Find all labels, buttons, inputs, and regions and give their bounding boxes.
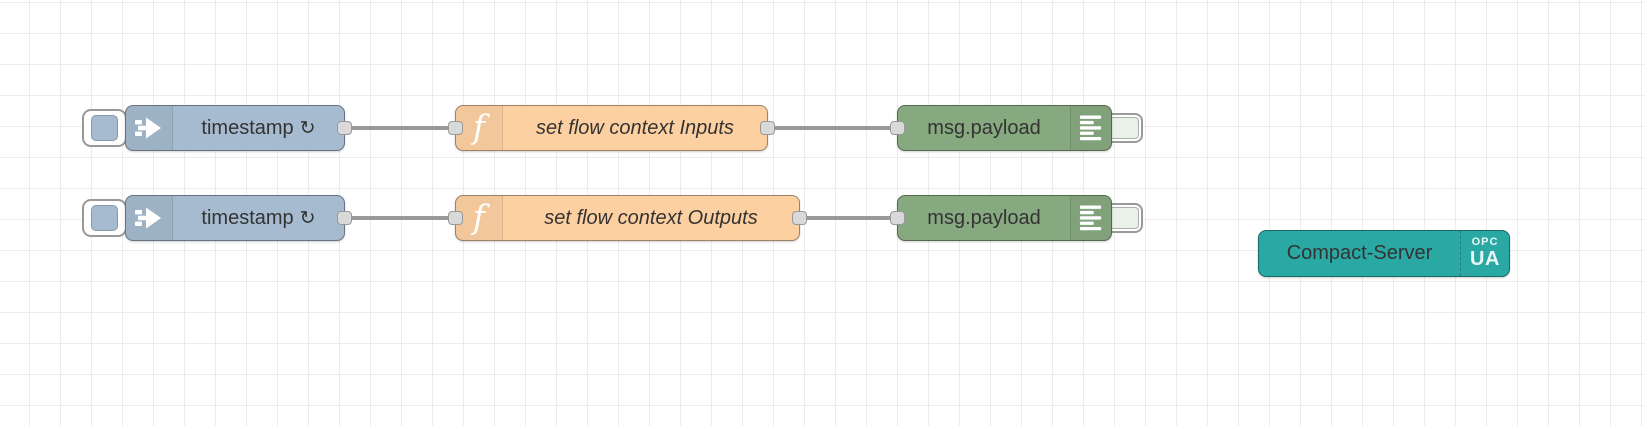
node-label: set flow context Outputs bbox=[544, 206, 758, 229]
output-port[interactable] bbox=[337, 210, 352, 225]
debug-toggle-fill bbox=[1109, 117, 1139, 139]
node-label: msg.payload bbox=[927, 116, 1041, 139]
input-port[interactable] bbox=[890, 120, 905, 135]
debug-list-icon bbox=[1070, 106, 1111, 150]
inject-arrow-icon bbox=[126, 196, 173, 240]
inject-button[interactable] bbox=[82, 109, 127, 147]
inject-button-fill bbox=[91, 115, 118, 141]
inject-arrow-icon bbox=[126, 106, 173, 150]
node-label: set flow context Inputs bbox=[536, 116, 734, 139]
debug-list-icon bbox=[1070, 196, 1111, 240]
output-port[interactable] bbox=[760, 120, 775, 135]
opc-ua-badge-icon: OPC UA bbox=[1460, 231, 1509, 276]
inject-button-fill bbox=[91, 205, 118, 231]
output-port[interactable] bbox=[337, 120, 352, 135]
debug-node-msg-payload-2[interactable]: msg.payload bbox=[890, 195, 1112, 241]
function-node-set-flow-context-outputs[interactable]: f set flow context Outputs bbox=[448, 195, 807, 241]
function-icon: f bbox=[456, 196, 503, 240]
node-label: timestamp↻ bbox=[201, 206, 316, 229]
output-port[interactable] bbox=[792, 210, 807, 225]
input-port[interactable] bbox=[448, 210, 463, 225]
repeat-icon: ↻ bbox=[299, 207, 316, 229]
node-label: Compact-Server bbox=[1286, 242, 1433, 264]
repeat-icon: ↻ bbox=[299, 117, 316, 139]
debug-node-msg-payload-1[interactable]: msg.payload bbox=[890, 105, 1112, 151]
node-label: timestamp↻ bbox=[201, 116, 316, 139]
function-node-set-flow-context-inputs[interactable]: f set flow context Inputs bbox=[448, 105, 775, 151]
node-label: msg.payload bbox=[927, 206, 1041, 229]
debug-toggle-fill bbox=[1109, 207, 1139, 229]
opcua-compact-server-node[interactable]: Compact-Server OPC UA bbox=[1258, 230, 1510, 277]
input-port[interactable] bbox=[890, 210, 905, 225]
function-icon: f bbox=[456, 106, 503, 150]
input-port[interactable] bbox=[448, 120, 463, 135]
inject-node-timestamp-2[interactable]: timestamp↻ bbox=[125, 195, 352, 241]
inject-node-timestamp-1[interactable]: timestamp↻ bbox=[125, 105, 352, 151]
inject-button[interactable] bbox=[82, 199, 127, 237]
